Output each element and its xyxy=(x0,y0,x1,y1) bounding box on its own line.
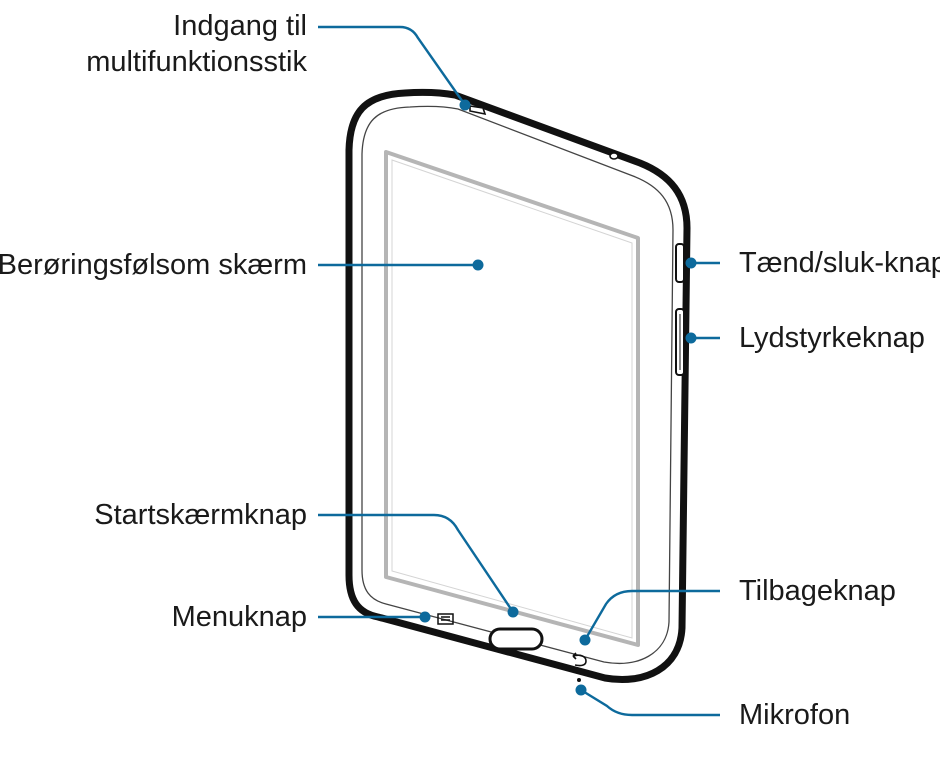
earphone-jack-icon xyxy=(609,152,619,160)
touchscreen-inner-edge xyxy=(391,159,633,639)
dot-power xyxy=(685,257,697,269)
leader-home xyxy=(318,513,514,613)
dot-touchscreen xyxy=(472,259,484,271)
label-power-button: Tænd/sluk-knap xyxy=(739,247,940,279)
tablet-bezel-rim xyxy=(361,105,674,664)
label-microphone: Mikrofon xyxy=(739,699,851,731)
dot-home xyxy=(507,606,519,618)
label-home-button: Startskærmknap xyxy=(94,499,307,531)
dot-menu xyxy=(419,611,431,623)
microphone-hole xyxy=(577,678,581,682)
dot-volume xyxy=(685,332,697,344)
touchscreen-display xyxy=(384,150,640,647)
menu-key-icon xyxy=(437,613,454,625)
label-touchscreen: Berøringsfølsom skærm xyxy=(0,249,307,281)
label-back-button: Tilbageknap xyxy=(739,575,896,607)
leader-microphone xyxy=(580,688,720,717)
label-multipurpose-jack-line2: multifunktionsstik xyxy=(86,46,307,78)
multipurpose-jack-icon xyxy=(469,105,487,116)
leader-port xyxy=(318,25,466,106)
back-key-icon xyxy=(572,652,587,667)
label-multipurpose-jack: Indgang til multifunktionsstik xyxy=(86,8,307,80)
home-button-key xyxy=(488,627,544,651)
dot-port xyxy=(459,99,471,111)
power-key xyxy=(675,243,685,283)
label-menu-button: Menuknap xyxy=(171,601,307,633)
dot-back xyxy=(579,634,591,646)
leader-back xyxy=(583,589,720,641)
label-volume-button: Lydstyrkeknap xyxy=(739,322,925,354)
dot-microphone xyxy=(575,684,587,696)
label-multipurpose-jack-line1: Indgang til xyxy=(173,10,307,42)
